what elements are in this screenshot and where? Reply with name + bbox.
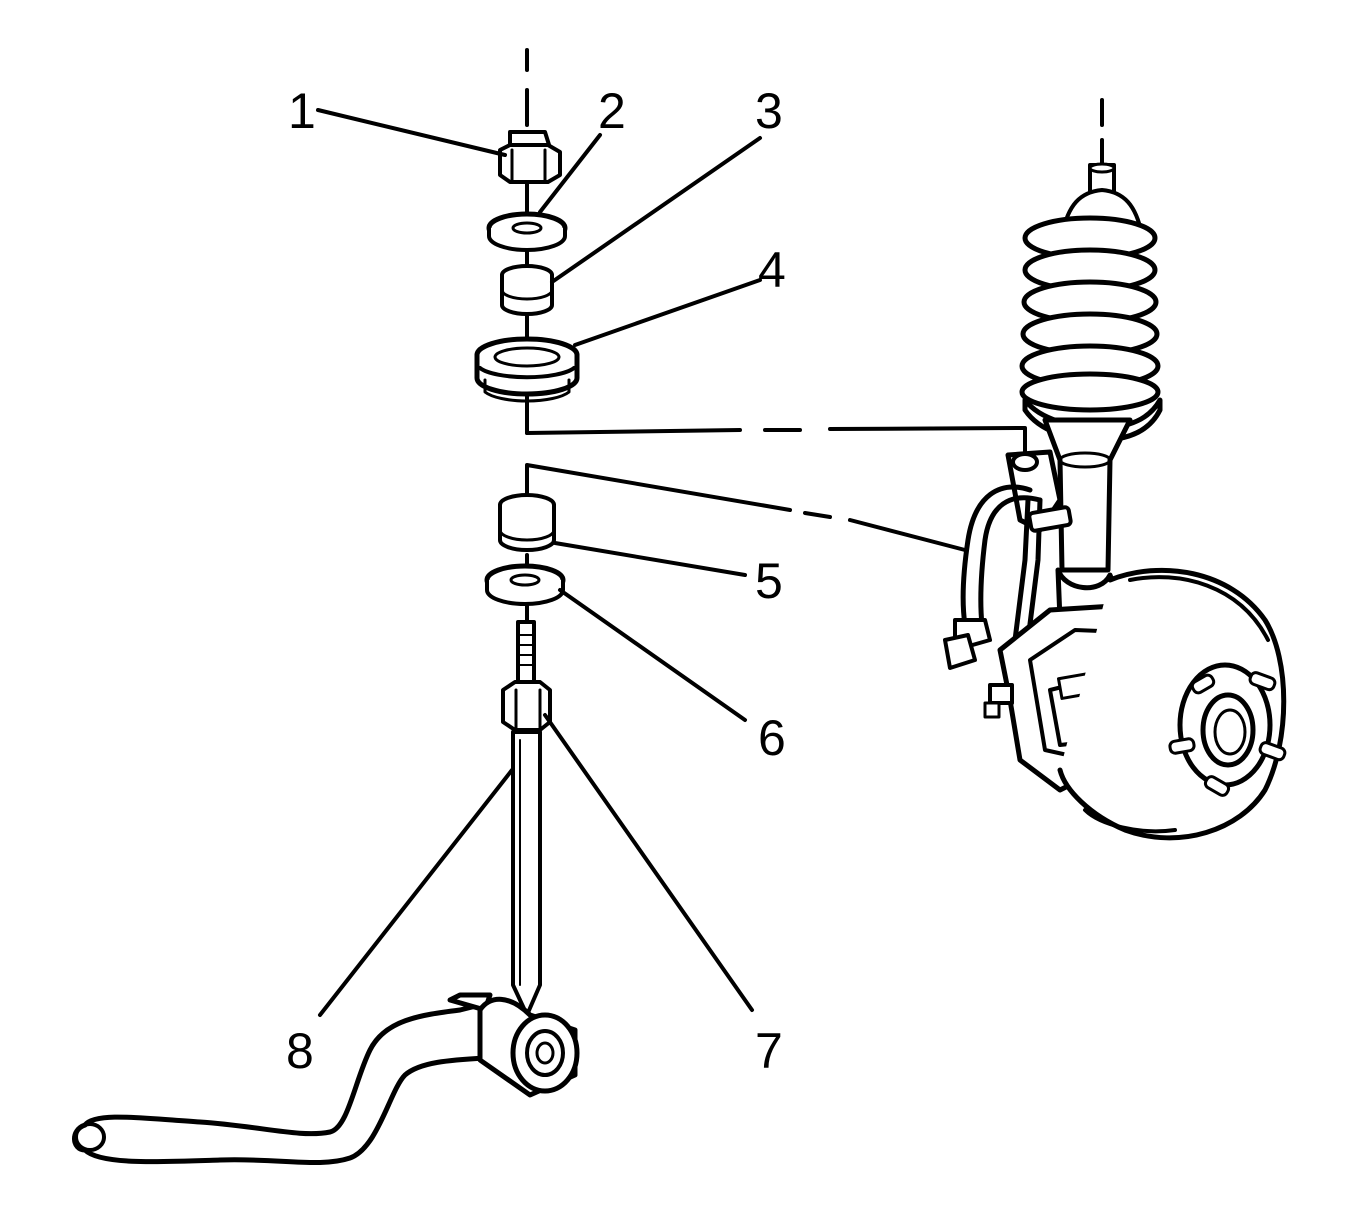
callout-3: 3 xyxy=(755,83,783,139)
callout-2: 2 xyxy=(598,83,626,139)
stabilizer-bar xyxy=(72,992,580,1166)
callout-6: 6 xyxy=(758,710,786,766)
strut-assembly xyxy=(1005,162,1163,643)
link-bolt xyxy=(501,620,552,1017)
brake-rotor xyxy=(1057,567,1287,841)
callout-labels: 1 2 3 4 5 6 7 8 xyxy=(286,83,786,1079)
callout-8: 8 xyxy=(286,1023,314,1079)
insulator-upper-small xyxy=(500,264,554,316)
callout-7: 7 xyxy=(755,1023,783,1079)
callout-5: 5 xyxy=(755,553,783,609)
washer-upper xyxy=(486,211,568,252)
nut xyxy=(498,130,562,184)
bushing-grommet xyxy=(474,336,580,403)
washer-lower xyxy=(484,563,566,606)
brake-hose xyxy=(943,484,1073,670)
wheel-studs xyxy=(1168,671,1287,797)
callout-leader-lines xyxy=(316,108,762,1017)
callout-4: 4 xyxy=(758,242,786,298)
callout-1: 1 xyxy=(288,83,316,139)
insulator-lower xyxy=(498,493,556,552)
